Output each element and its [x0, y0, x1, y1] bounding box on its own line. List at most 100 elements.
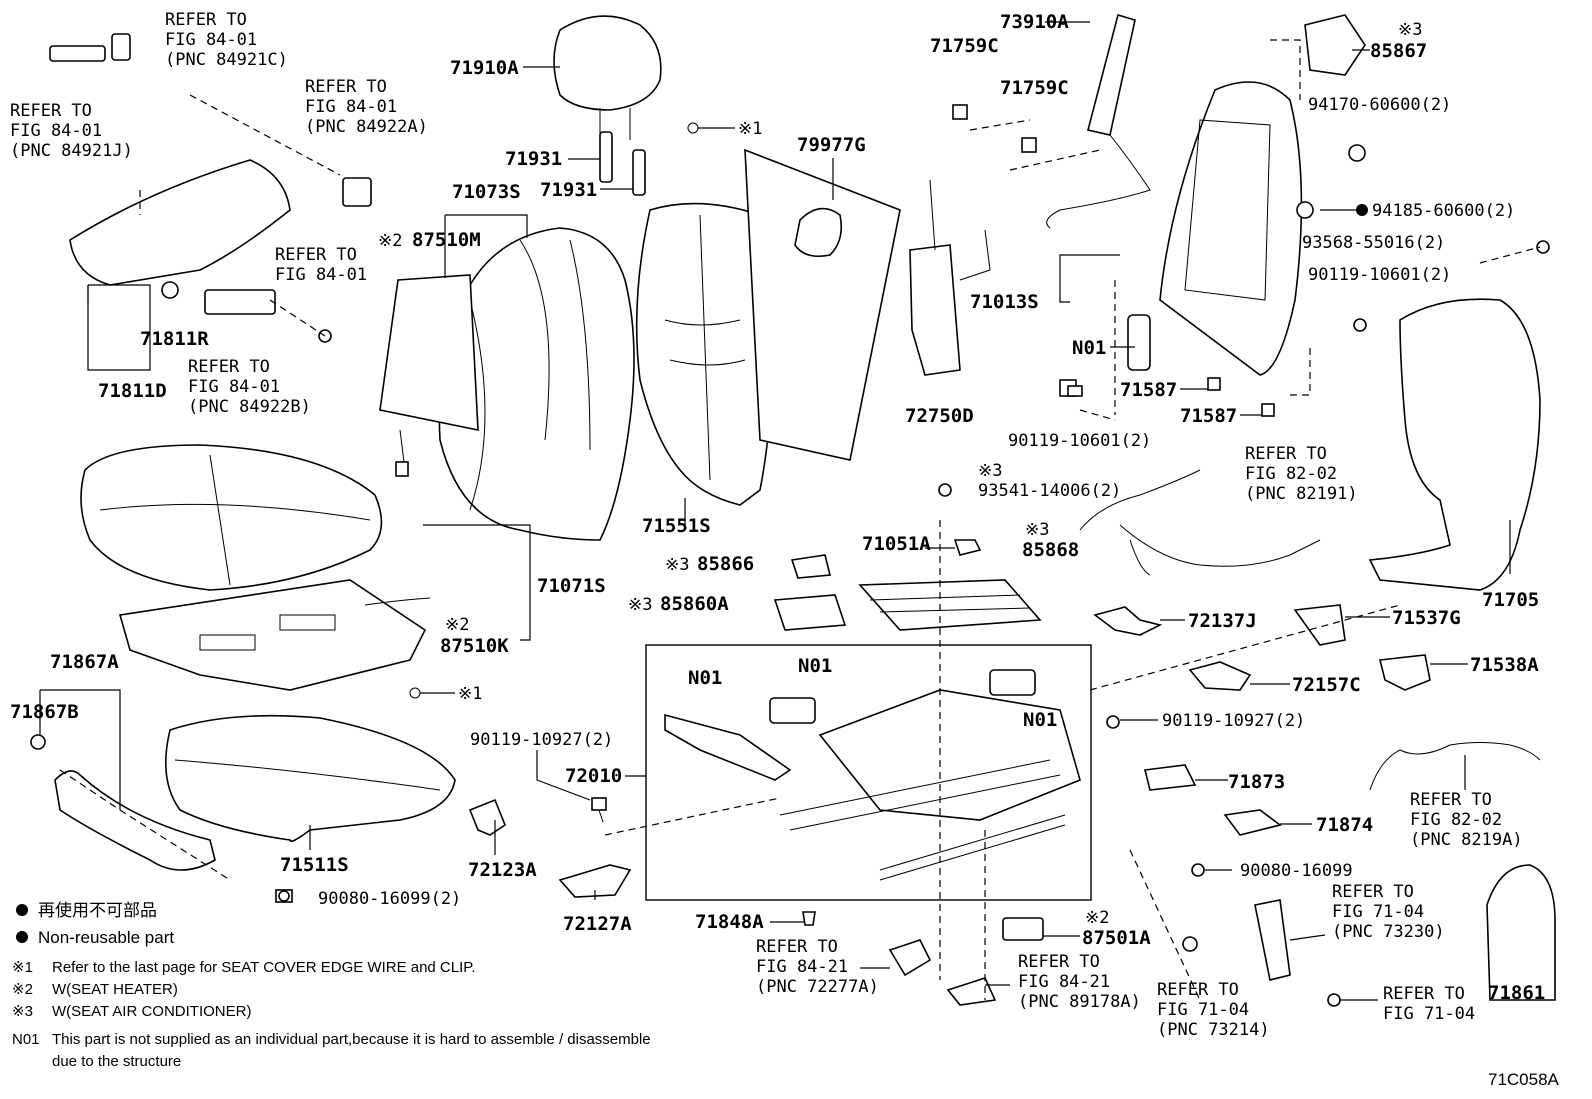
clip-71587-drawing	[1261, 403, 1275, 417]
bolt-drawing	[1059, 379, 1083, 397]
legend-x2-text: W(SEAT HEATER)	[52, 981, 178, 998]
mark-x2: ※2	[445, 615, 469, 635]
seatback-board-drawing	[1368, 298, 1541, 591]
label-93568-55016-2: 93568-55016(2)	[1302, 233, 1445, 253]
label-90119-10601-2: 90119-10601(2)	[1308, 265, 1451, 285]
label-71073S: 71073S	[452, 181, 521, 203]
bolt-drawing	[938, 483, 952, 497]
label-94185-60600-2: 94185-60600(2)	[1372, 201, 1515, 221]
shift-knob-71861-drawing	[1486, 864, 1556, 1001]
label-71551S: 71551S	[642, 515, 711, 537]
legend: 再使用不可部品 Non-reusable part ※1 Refer to th…	[12, 900, 651, 1070]
seat-adjuster-box	[645, 644, 1092, 901]
seat-adjuster-drawing	[664, 669, 1081, 881]
label-71874: 71874	[1316, 814, 1373, 836]
cap-71811R-drawing	[161, 281, 179, 299]
label-87501A: 87501A	[1082, 927, 1151, 949]
label-90119-10601-2: 90119-10601(2)	[1008, 431, 1151, 451]
label-71071S: 71071S	[537, 575, 606, 597]
cushion-heater-drawing	[118, 579, 431, 691]
legend-x3-mark: ※3	[12, 1003, 33, 1020]
clip-71759C-drawing	[952, 104, 968, 120]
nut-drawing	[1348, 144, 1366, 162]
sensor-87501A-drawing	[1002, 917, 1044, 941]
headrest-support-drawing	[599, 131, 646, 196]
blower-85867-drawing	[1304, 14, 1366, 76]
label-94170-60600-2: 94170-60600(2)	[1308, 95, 1451, 115]
dashed-guide-lines	[59, 39, 1541, 1001]
switch-knob-drawing	[111, 33, 131, 61]
label-71705: 71705	[1482, 589, 1539, 611]
cushion-cover-drawing	[80, 444, 383, 591]
label-71811R: 71811R	[140, 328, 209, 350]
nut-drawing	[1182, 936, 1198, 952]
label-71051A: 71051A	[862, 533, 931, 555]
bracket-71538A-drawing	[1379, 654, 1431, 691]
lumbar-drawing	[909, 179, 991, 376]
mark-x3: ※3	[978, 461, 1002, 481]
label-73910A: 73910A	[1000, 11, 1069, 33]
label-71537G: 71537G	[1392, 607, 1461, 629]
label-71910A: 71910A	[450, 57, 519, 79]
airbag-cover-drawing	[1046, 13, 1151, 229]
recliner-motor-drawing	[1127, 314, 1151, 371]
legend-nonreusable-en: Non-reusable part	[38, 928, 174, 947]
refer-84922A: REFER TO FIG 84-01 (PNC 84922A)	[305, 77, 428, 137]
headrest-drawing	[553, 15, 662, 140]
figure-code: 71C058A	[1488, 1070, 1560, 1089]
seatbelt-buckle-drawing	[1254, 899, 1291, 981]
mat-assembly-drawing	[858, 579, 1042, 631]
mark-x3: ※3	[1025, 520, 1049, 540]
refer-89178A: REFER TO FIG 84-21 (PNC 89178A)	[1018, 952, 1141, 1012]
wire-harness-drawing	[1369, 742, 1541, 791]
label-71867A: 71867A	[50, 651, 119, 673]
label-71538A: 71538A	[1470, 654, 1539, 676]
label-N01: N01	[1072, 337, 1106, 359]
non-reusable-dot-icon	[1356, 204, 1368, 216]
back-board-drawing	[744, 148, 901, 461]
bolt-drawing	[1536, 240, 1550, 254]
bolt-drawing	[1191, 863, 1205, 877]
bolt-drawing	[1106, 715, 1120, 729]
refer-84921C: REFER TO FIG 84-01 (PNC 84921C)	[165, 10, 288, 70]
switch-84922B-drawing	[204, 289, 276, 315]
label-71013S: 71013S	[970, 291, 1039, 313]
part-72277A-drawing	[888, 939, 932, 977]
bracket-71537G-drawing	[1293, 604, 1346, 646]
label-71811D: 71811D	[98, 380, 167, 402]
refer-7104: REFER TO FIG 71-04	[1383, 984, 1475, 1024]
mark-x1: ※1	[738, 119, 762, 139]
mark-x3: ※3	[665, 555, 689, 575]
refer-73214: REFER TO FIG 71-04 (PNC 73214)	[1157, 980, 1270, 1040]
legend-nonreusable-jp: 再使用不可部品	[38, 900, 157, 920]
mark-x2: ※2	[378, 231, 402, 251]
non-reusable-dot-icon	[16, 931, 28, 943]
label-93541-14006-2: 93541-14006(2)	[978, 481, 1121, 501]
label-71931: 71931	[540, 179, 597, 201]
cover-72127A-drawing	[558, 864, 632, 898]
non-reusable-dot-icon	[16, 904, 28, 916]
label-71587: 71587	[1120, 379, 1177, 401]
edge-wire-hook-icon	[409, 687, 421, 699]
label-90119-10927-2: 90119-10927(2)	[1162, 711, 1305, 731]
clip-72123A-drawing	[468, 798, 506, 836]
legend-x2-mark: ※2	[12, 981, 33, 998]
label-71867B: 71867B	[10, 701, 79, 723]
label-90080-16099: 90080-16099	[1240, 861, 1353, 881]
label-N01: N01	[1023, 709, 1057, 731]
legend-n01-text-2: due to the structure	[52, 1053, 181, 1070]
label-90080-16099-2: 90080-16099(2)	[318, 889, 461, 909]
label-N01: N01	[688, 667, 722, 689]
mark-x1: ※1	[458, 684, 482, 704]
label-87510K: 87510K	[440, 635, 509, 657]
label-71931: 71931	[505, 148, 562, 170]
label-71759C: 71759C	[1000, 77, 1069, 99]
label-72127A: 72127A	[563, 913, 632, 935]
leader-lines	[39, 21, 1511, 1001]
seatback-heater-drawing	[379, 274, 479, 477]
clip-71759C-drawing	[1021, 137, 1037, 153]
label-72137J: 72137J	[1188, 610, 1257, 632]
label-72010: 72010	[565, 765, 622, 787]
bolt-drawing	[591, 797, 607, 823]
